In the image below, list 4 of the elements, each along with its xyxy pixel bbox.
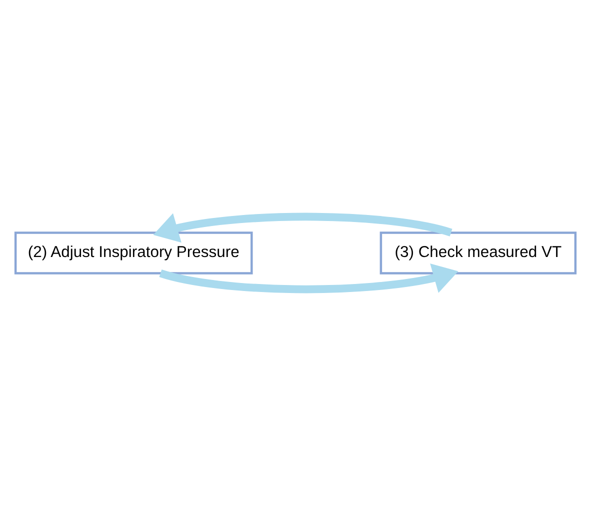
node-box: (2) Adjust Inspiratory Pressure [14, 232, 253, 274]
arrow [153, 212, 452, 243]
node-box: (3) Check measured VT [380, 232, 577, 274]
arrow [159, 263, 458, 294]
